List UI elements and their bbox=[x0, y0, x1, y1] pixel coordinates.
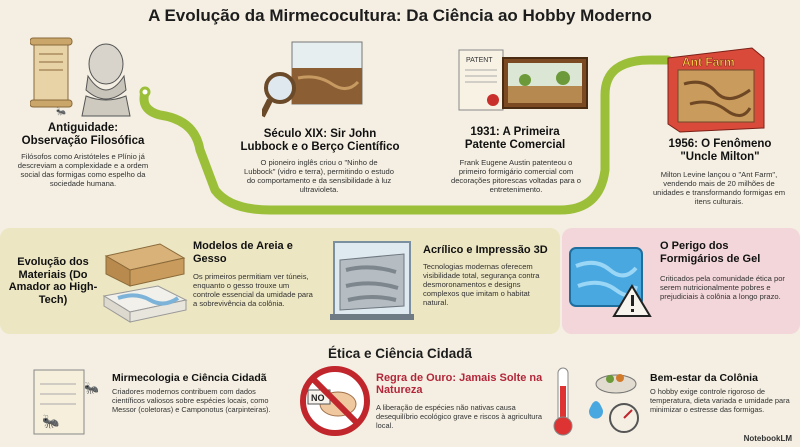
ethics-welfare-title: Bem-estar da Colônia bbox=[650, 372, 758, 384]
aristotle-scroll-illustration: 🐜 bbox=[30, 37, 131, 117]
lubbock-nest-illustration bbox=[262, 41, 363, 118]
era-patent-text: Frank Eugene Austin patenteou o primeiro… bbox=[450, 158, 581, 194]
svg-text:🐜: 🐜 bbox=[84, 381, 99, 395]
materials-panel bbox=[0, 228, 560, 334]
era-uncle-milton-title: 1956: O Fenômeno "Uncle Milton" bbox=[668, 138, 772, 163]
era-antiquity-text: Filósofos como Aristóteles e Plínio já d… bbox=[17, 152, 149, 188]
material-acrylic-title: Acrílico e Impressão 3D bbox=[423, 244, 548, 256]
patent-illustration: PATENT bbox=[458, 49, 588, 111]
ant-farm-box-illustration: Ant Farm bbox=[667, 47, 765, 133]
ethics-citizen-title: Mirmecologia e Ciência Cidadã bbox=[112, 372, 267, 384]
materials-heading: Evolução dos Materiais (Do Amador ao Hig… bbox=[8, 256, 98, 306]
era-lubbock-text: O pioneiro inglês criou o "Ninho de Lubb… bbox=[244, 158, 395, 194]
ant-farm-label: Ant Farm bbox=[682, 55, 735, 69]
ethics-heading: Ética e Ciência Cidadã bbox=[327, 346, 473, 361]
material-sand-text: Os primeiros permitiam ver túneis, enqua… bbox=[193, 272, 313, 308]
material-sand-title: Modelos de Areia e Gesso bbox=[193, 240, 293, 265]
svg-text:🐜: 🐜 bbox=[56, 107, 66, 116]
notebooklm-footer: NotebookLM bbox=[743, 434, 792, 443]
gel-danger-text: Criticados pela comunidade ética por ser… bbox=[660, 274, 785, 301]
page-title: A Evolução da Mirmecocultura: Da Ciência… bbox=[148, 6, 652, 25]
timeline-path bbox=[139, 55, 673, 215]
sand-plaster-illustration bbox=[102, 243, 188, 323]
era-antiquity-title: Antiguidade: Observação Filosófica bbox=[21, 122, 145, 147]
era-uncle-milton-text: Milton Levine lançou o "Ant Farm", vende… bbox=[652, 170, 786, 206]
era-lubbock-title: Século XIX: Sir John Lubbock e o Berço C… bbox=[240, 128, 400, 153]
svg-text:🐜: 🐜 bbox=[42, 413, 59, 429]
ethics-rule-title: Regra de Ouro: Jamais Solte na Natureza bbox=[376, 372, 543, 396]
patent-label: PATENT bbox=[466, 57, 493, 64]
clipboard-illustration: 🐜 🐜 bbox=[33, 369, 99, 435]
gel-danger-title: O Perigo dos Formigários de Gel bbox=[660, 240, 761, 265]
ethics-citizen-text: Criadores modernos contribuem com dados … bbox=[112, 387, 271, 414]
ethics-welfare-text: O hobby exige controle rigoroso de tempe… bbox=[650, 387, 790, 414]
acrylic-3d-illustration bbox=[330, 241, 414, 320]
welfare-illustration bbox=[553, 367, 639, 436]
material-acrylic-text: Tecnologias modernas oferecem visibilida… bbox=[423, 262, 540, 307]
era-patent-title: 1931: A Primeira Patente Comercial bbox=[464, 126, 566, 151]
ethics-rule-text: A liberação de espécies não nativas caus… bbox=[376, 403, 542, 430]
no-release-sign-icon: NO bbox=[300, 366, 370, 436]
no-label: NO bbox=[311, 393, 325, 403]
gel-farm-illustration bbox=[569, 247, 652, 317]
